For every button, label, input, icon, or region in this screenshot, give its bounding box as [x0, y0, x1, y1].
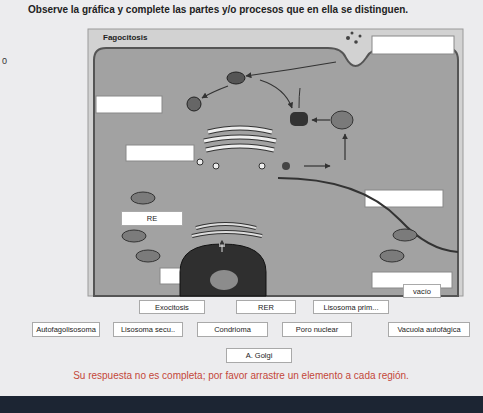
drag-item: Vacuola autofágica	[388, 322, 470, 337]
mitochondrion	[131, 192, 155, 204]
mitochondrion	[122, 230, 146, 242]
nucleus	[180, 244, 266, 296]
process-arrow	[246, 62, 336, 76]
golgi-cisterna	[204, 137, 276, 141]
cell-membrane	[94, 48, 458, 296]
item-text: Vacuola autofágica	[397, 325, 460, 334]
region-label-box: RE	[121, 211, 183, 226]
taskbar	[0, 396, 483, 413]
lysosome	[290, 112, 308, 126]
drag-item: Lisosoma prim...	[313, 300, 389, 314]
mitochondrion	[380, 250, 404, 262]
item-text: A. Golgi	[246, 351, 273, 360]
phagosome	[227, 72, 245, 84]
particle	[351, 32, 354, 35]
golgi-cisterna	[206, 146, 274, 150]
vesicle	[259, 163, 265, 169]
drag-item: RER	[236, 300, 296, 314]
particle	[354, 40, 358, 44]
mitochondrion	[136, 250, 160, 262]
exocytosis-membrane	[278, 178, 458, 252]
drag-item: Lisosoma secu..	[113, 322, 183, 337]
nucleolus	[210, 270, 238, 290]
drag-item: Poro nuclear	[282, 322, 352, 337]
diagram-frame	[88, 29, 463, 296]
er-membrane	[192, 232, 262, 236]
vesicle	[282, 162, 290, 170]
drop-box	[372, 36, 454, 54]
drag-item: Condrioma	[197, 322, 268, 337]
vesicle	[213, 163, 219, 169]
vesicle	[197, 159, 203, 165]
process-arrow	[312, 119, 330, 120]
golgi-cisterna	[208, 128, 272, 132]
drag-item: A. Golgi	[226, 348, 292, 363]
process-arrow	[344, 134, 345, 160]
autophagic-vacuole	[331, 111, 353, 129]
diagram-label: Fagocitosis	[103, 33, 147, 42]
drag-item: vacío	[403, 284, 441, 298]
item-text: Autofagolisosoma	[36, 325, 96, 334]
golgi-cisterna	[204, 137, 276, 141]
particle	[359, 35, 362, 38]
drop-box	[96, 96, 162, 113]
feedback-message: Su respuesta no es completa; por favor a…	[73, 370, 409, 381]
drag-item: Autofagolisosoma	[32, 322, 100, 337]
item-text: Lisosoma secu..	[121, 325, 175, 334]
vesicle	[187, 97, 201, 111]
drag-item: Exocitosis	[139, 300, 205, 314]
item-text: RER	[258, 303, 274, 312]
golgi-cisterna	[208, 128, 272, 132]
process-arrow	[260, 80, 292, 108]
item-text: RE	[147, 214, 157, 223]
drop-box	[126, 145, 194, 161]
item-text: Poro nuclear	[296, 325, 339, 334]
particle	[346, 36, 350, 40]
item-text: Exocitosis	[155, 303, 189, 312]
process-line	[299, 88, 300, 108]
er-membrane	[192, 232, 262, 236]
er-membrane	[196, 224, 256, 228]
diagram-label: 0	[2, 56, 7, 66]
process-arrow	[222, 240, 223, 252]
mitochondrion	[393, 229, 417, 241]
instruction-title: Observe la gráfica y complete las partes…	[28, 4, 408, 15]
item-text: Lisosoma prim...	[323, 303, 378, 312]
item-text: Condrioma	[214, 325, 251, 334]
item-text: vacío	[413, 287, 431, 296]
golgi-cisterna	[206, 146, 274, 150]
drop-box	[365, 190, 443, 207]
process-arrow	[304, 165, 330, 166]
process-arrow	[202, 86, 228, 98]
er-membrane	[196, 224, 256, 228]
